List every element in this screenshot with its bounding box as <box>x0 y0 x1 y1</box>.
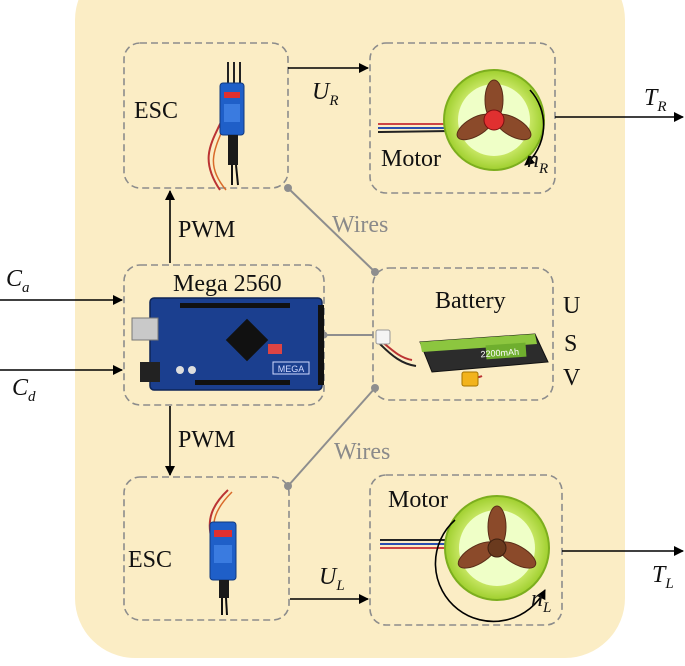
motor-bottom-block <box>369 474 563 626</box>
gray-wires <box>287 187 376 487</box>
nr-symbol: nR <box>527 147 549 177</box>
esc-top-block <box>123 42 289 189</box>
esc-bottom-label: ESC <box>128 547 173 573</box>
controller-label: Mega 2560 <box>173 271 282 297</box>
usv-letter-v: V <box>563 365 581 391</box>
usv-letter-u: U <box>563 293 581 319</box>
nl-symbol: nL <box>531 586 552 616</box>
mega2560-board: MEGA <box>131 297 324 391</box>
tl-symbol: TL <box>652 562 674 592</box>
cd-symbol: Cd <box>12 375 36 405</box>
pwm-bottom-label: PWM <box>178 427 236 453</box>
motor-top-device <box>377 69 545 171</box>
motor-bottom-device <box>380 495 550 623</box>
wires-bottom-label: Wires <box>334 439 391 465</box>
usv-letter-s: S <box>564 331 578 357</box>
signal-arrows <box>0 63 684 604</box>
tr-symbol: TR <box>644 85 667 115</box>
battery-label: Battery <box>435 288 506 314</box>
motor-bottom-label: Motor <box>388 487 448 513</box>
esc-bottom-device <box>208 489 237 616</box>
esc-top-label: ESC <box>134 98 179 124</box>
battery-pack: 2200mAh <box>375 329 549 387</box>
esc-top-device <box>207 62 245 191</box>
ul-symbol: UL <box>319 564 345 594</box>
ur-symbol: UR <box>312 79 339 109</box>
battery-print-text: 2200mAh <box>480 347 519 360</box>
wires-top-label: Wires <box>332 212 389 238</box>
motor-top-label: Motor <box>381 146 441 172</box>
pwm-top-label: PWM <box>178 217 236 243</box>
esc-bottom-block <box>123 476 290 621</box>
ca-symbol: Ca <box>6 266 30 296</box>
motor-top-block <box>369 42 556 194</box>
board-print-text: MEGA <box>278 364 305 374</box>
